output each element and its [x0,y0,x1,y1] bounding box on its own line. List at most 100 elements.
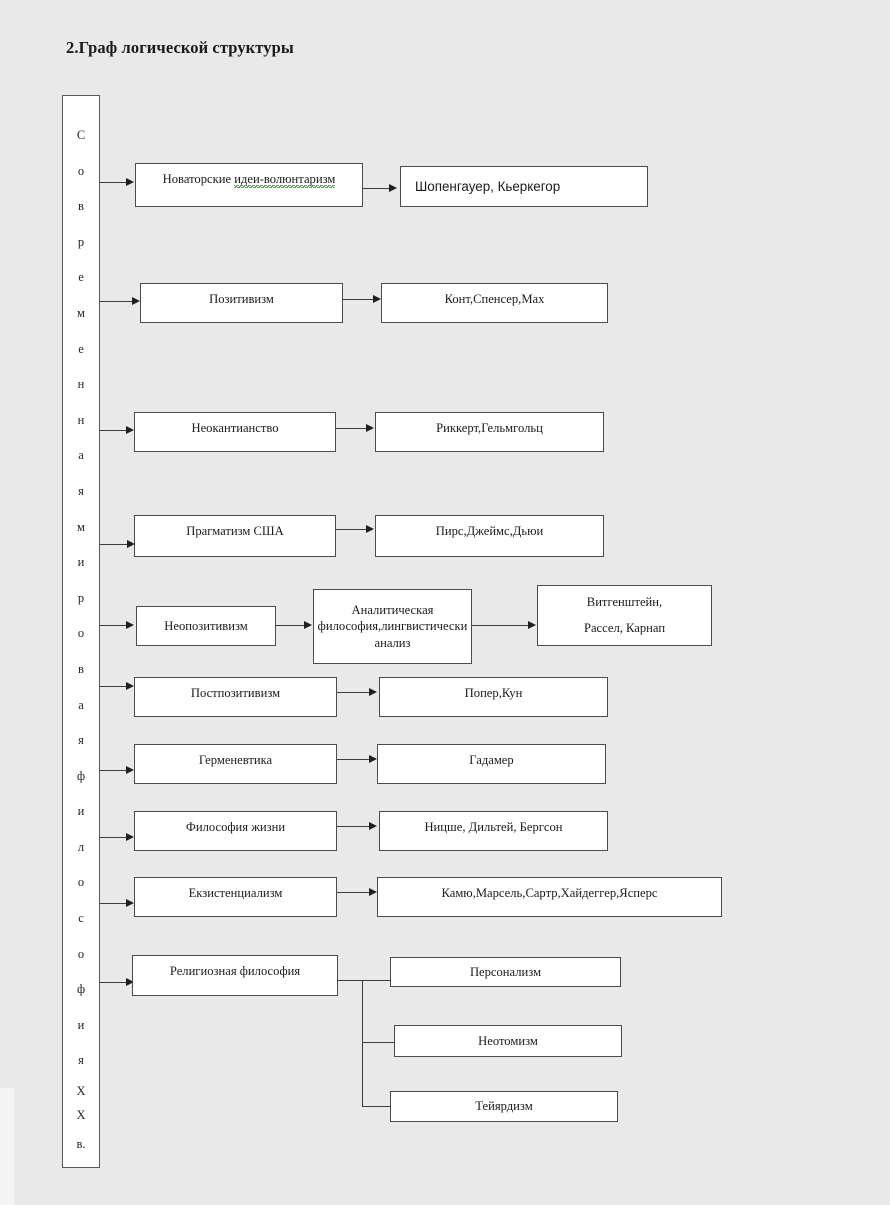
node-life-philosophy-authors: Ницше, Дильтей, Бергсон [379,811,608,851]
connector-spine-to-neokantianism [100,430,126,431]
connector-life-philosophy-to-authors [337,826,369,827]
node-label: Гадамер [469,753,514,767]
node-life-philosophy: Философия жизни [134,811,337,851]
connector-spine-to-pragmatism [100,544,127,545]
spine-letter: л [77,839,85,854]
spine-letter: е [78,270,84,285]
arrowhead-icon [369,888,377,896]
spine-letter: р [77,590,85,605]
node-label: Ницше, Дильтей, Бергсон [424,820,563,834]
arrowhead-icon [132,297,140,305]
node-postpositivism-authors: Попер,Кун [379,677,608,717]
connector-religious-branch-trunk [362,980,363,1106]
node-label: Пирс,Джеймс,Дьюи [435,524,544,538]
node-personalism: Персонализм [390,957,621,987]
node-label: Екзистенциализм [188,886,283,900]
spine-letter: м [77,519,85,534]
node-label: Неотомизм [478,1033,538,1048]
arrowhead-icon [528,621,536,629]
connector-voluntarism-to-authors [363,188,389,189]
connector-analytic-to-authors [472,625,528,626]
node-hermeneutics: Герменевтика [134,744,337,784]
spine-letter: Х [76,1108,86,1123]
page-edge-artifact [0,1088,14,1205]
connector-branch-to-personalism [362,980,390,981]
spine-letter: я [78,1053,84,1068]
spine-letter: р [77,234,85,249]
arrowhead-icon [304,621,312,629]
spine-letter: о [77,875,85,890]
connector-spine-to-hermeneutics [100,770,126,771]
arrowhead-icon [126,682,134,690]
node-neopositivism: Неопозитивизм [136,606,276,646]
connector-branch-to-neothomism [362,1042,394,1043]
spine-letter: о [77,626,85,641]
node-label: Риккерт,Гельмгольц [436,421,543,435]
node-label: Тейярдизм [475,1099,533,1114]
arrowhead-icon [126,978,134,986]
node-neokantianism: Неокантианство [134,412,336,452]
connector-spine-to-positivism [100,301,132,302]
vertical-spine-box: С о в р е м е н н а я м и р о в а я ф и … [62,95,100,1168]
connector-spine-to-voluntarism [100,182,126,183]
spine-letter: я [78,483,84,498]
connector-neokantianism-to-authors [336,428,366,429]
connector-branch-to-teilhardism [362,1106,390,1107]
page-title: 2.Граф логической структуры [66,38,294,57]
spine-letter: в [78,199,84,214]
arrowhead-icon [366,525,374,533]
node-label: Религиозная философия [169,964,301,978]
connector-hermeneutics-to-authors [337,759,369,760]
spine-letter: в [78,661,84,676]
node-label: Попер,Кун [464,686,523,700]
spine-letter: С [76,128,86,142]
spine-letter: о [77,163,85,178]
spine-letter: и [77,555,85,570]
node-analytic-authors: Витгенштейн,Рассел, Карнап [537,585,712,646]
spine-letter: в. [76,1137,86,1152]
connector-spine-to-religious-philosophy [100,982,126,983]
node-religious-philosophy: Религиозная философия [132,955,338,996]
arrowhead-icon [126,178,134,186]
arrowhead-icon [126,899,134,907]
arrowhead-icon [369,688,377,696]
arrowhead-icon [366,424,374,432]
arrowhead-icon [389,184,397,192]
node-label: Философия жизни [185,820,286,834]
node-pragmatism: Прагматизм США [134,515,336,557]
spine-letter: о [77,946,85,961]
node-label: Позитивизм [209,292,274,306]
connector-spine-to-life-philosophy [100,837,126,838]
spine-letter: м [77,305,85,320]
node-label: Шопенгауер, Кьеркегор [415,178,561,194]
spine-letter: н [77,377,85,392]
node-pragmatism-authors: Пирс,Джеймс,Дьюи [375,515,604,557]
node-positivism-authors: Конт,Спенсер,Мах [381,283,608,323]
connector-existentialism-to-authors [337,892,369,893]
node-label: Конт,Спенсер,Мах [444,292,545,306]
node-label: Постпозитивизм [190,686,281,700]
spine-letter: и [77,804,85,819]
node-voluntarism-authors: Шопенгауер, Кьеркегор [400,166,648,207]
connector-postpositivism-to-authors [337,692,369,693]
spine-letter: ф [76,768,86,783]
node-teilhardism: Тейярдизм [390,1091,618,1122]
node-label: Персонализм [469,964,542,979]
node-label: Витгенштейн,Рассел, Карнап [583,595,666,635]
spine-letter: я [78,733,84,748]
node-label: Камю,Марсель,Сартр,Хайдеггер,Ясперс [441,886,658,900]
node-neokantianism-authors: Риккерт,Гельмгольц [375,412,604,452]
node-analytic-philosophy: Аналитическая философия,лингвистически а… [313,589,472,664]
connector-spine-to-postpositivism [100,686,126,687]
arrowhead-icon [126,426,134,434]
node-existentialism: Екзистенциализм [134,877,337,917]
arrowhead-icon [126,833,134,841]
arrowhead-icon [369,755,377,763]
arrowhead-icon [369,822,377,830]
arrowhead-icon [126,766,134,774]
node-hermeneutics-authors: Гадамер [377,744,606,784]
spine-letter: н [77,412,85,427]
arrowhead-icon [127,540,135,548]
node-label: Аналитическая философия,лингвистически а… [317,603,468,650]
arrowhead-icon [126,621,134,629]
